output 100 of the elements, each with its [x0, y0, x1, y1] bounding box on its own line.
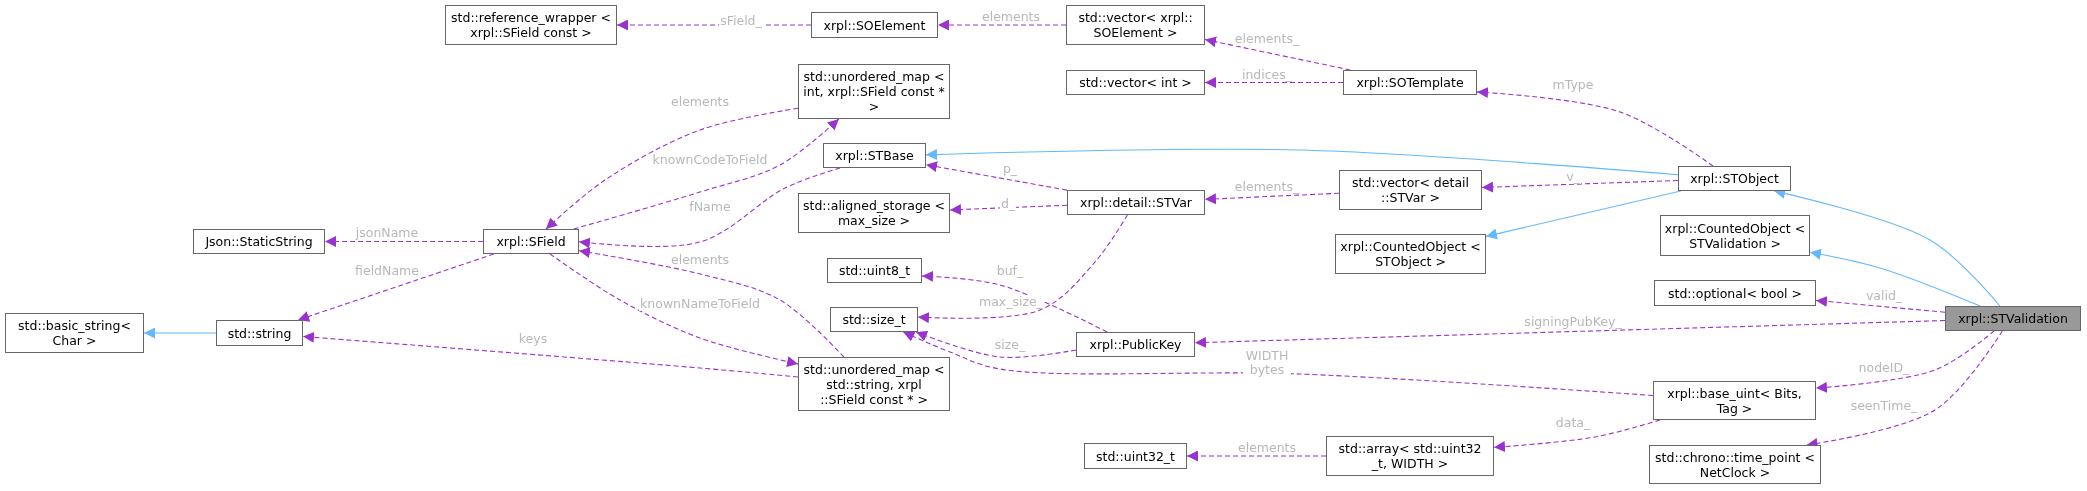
edge-label: size_: [993, 338, 1027, 352]
edge-label: sField_: [719, 14, 763, 28]
dashed-arrow: [902, 331, 1654, 397]
edge-label: WIDTH bytes: [1243, 349, 1291, 377]
dashed-arrow: [1194, 319, 1946, 348]
edge-label: mType: [1551, 78, 1595, 92]
edge-label: elements_: [1233, 180, 1301, 194]
class-box: [1678, 166, 1791, 191]
dashed-arrow: [921, 270, 1108, 333]
edge-label: signingPubKey_: [1523, 315, 1623, 329]
dashed-arrow: [1815, 330, 1995, 393]
class-name: xrpl::STObject: [1690, 171, 1779, 186]
class-name: std::reference_wrapper < xrpl::SField const >: [450, 10, 612, 40]
class-box: [827, 258, 922, 283]
dashed-arrow: [1476, 87, 1714, 167]
edge-label: elements: [669, 95, 731, 109]
class-name: std::uint32_t: [1095, 448, 1175, 464]
dashed-arrow: [1204, 192, 1340, 205]
edge-label: data_: [1554, 416, 1592, 430]
class-name: xrpl::SField: [496, 234, 566, 249]
class-name: xrpl::PublicKey: [1089, 337, 1182, 352]
class-name: std::uint8_t: [838, 263, 911, 278]
class-name: std::optional< bool >: [1668, 285, 1802, 301]
class-box: [483, 229, 579, 254]
dashed-arrow: [937, 19, 1067, 31]
edge-label: elements: [1236, 441, 1298, 455]
arrow: [1485, 190, 1682, 240]
class-box: [1326, 436, 1494, 476]
class-name: std::aligned_storage < max_size >: [802, 198, 946, 228]
class-box: [5, 313, 144, 353]
class-box: [216, 320, 303, 346]
class-name: std::chrono::time_point < NetClock >: [1654, 449, 1816, 480]
dashed-arrow: [545, 107, 799, 230]
class-box: [811, 12, 938, 38]
class-box: [830, 307, 918, 332]
class-name: std::vector< xrpl:: SOElement >: [1077, 10, 1194, 40]
class-box: [1654, 280, 1816, 306]
edge-label: indices_: [1240, 68, 1294, 82]
dashed-arrow: [297, 253, 495, 322]
class-name: xrpl::detail::STVar: [1080, 195, 1192, 210]
class-name: xrpl::SOTemplate: [1356, 75, 1464, 90]
dashed-arrow: [1815, 295, 1946, 313]
class-name: std::string: [227, 325, 292, 341]
class-box: [1067, 190, 1205, 215]
dashed-arrow: [324, 236, 484, 247]
edge-label: seenTime_: [1849, 399, 1919, 413]
edge-label: keys: [517, 332, 549, 346]
dashed-arrow: [1204, 36, 1351, 71]
dashed-arrow: [917, 214, 1128, 324]
class-name: std::unordered_map < int, xrpl::SField const * >: [802, 69, 946, 114]
edge-label: elements: [980, 10, 1042, 24]
class-name: std::size_t: [842, 312, 906, 327]
class-name: std::vector< detail ::STVar >: [1351, 175, 1470, 205]
edge-label: elements_: [1233, 32, 1301, 46]
dashed-arrow: [573, 118, 840, 230]
class-box: [1076, 332, 1195, 357]
class-box: [1084, 443, 1187, 469]
class-name: xrpl::CountedObject < STValidation >: [1664, 220, 1806, 251]
dashed-arrow: [1493, 419, 1661, 453]
edge-label: valid_: [1864, 289, 1904, 303]
dashed-arrow: [1481, 179, 1679, 193]
edge-label: elements: [669, 253, 731, 267]
dashed-arrow: [578, 247, 845, 358]
edge-label: jsonName: [354, 226, 420, 240]
arrow: [143, 327, 217, 339]
dashed-arrow: [578, 167, 841, 249]
class-name: Json::StaticString: [205, 234, 313, 249]
class-box: [1339, 170, 1482, 210]
class-name: xrpl::SOElement: [823, 17, 926, 33]
class-name: std::unordered_map < std::string, xrpl ::SField const * >: [802, 361, 946, 407]
class-box: [1945, 306, 2081, 331]
class-box: [193, 229, 325, 254]
class-name: xrpl::STValidation: [1958, 311, 2068, 326]
dashed-arrow: [549, 253, 799, 367]
edge-label: buf_: [995, 264, 1025, 278]
dashed-arrow: [915, 330, 1077, 358]
dashed-arrow: [1204, 77, 1344, 88]
class-name: xrpl::CountedObject < STObject >: [1339, 239, 1482, 269]
arrow: [925, 148, 1679, 176]
class-box: [1066, 5, 1205, 45]
class-name: xrpl::base_uint< Bits, Tag >: [1666, 385, 1803, 416]
class-name: std::basic_string< Char >: [17, 318, 132, 348]
edge-label: max_size_: [978, 295, 1044, 309]
class-name: xrpl::STBase: [835, 148, 914, 163]
edge-label: nodeID_: [1857, 361, 1911, 375]
class-box: [823, 143, 926, 168]
edge-label: knownCodeToField: [651, 153, 769, 167]
class-box: [1343, 70, 1477, 95]
class-name: std::vector< int >: [1079, 75, 1192, 90]
dashed-arrow: [302, 331, 799, 378]
arrow: [1809, 248, 1981, 307]
class-name: std::array< std::uint32 _t, WIDTH >: [1337, 441, 1483, 471]
edge-label: d_: [999, 197, 1017, 211]
dashed-arrow: [925, 161, 1068, 191]
edge-label: fName: [688, 200, 732, 214]
class-box: [1653, 381, 1816, 420]
edge-label: fieldName: [354, 264, 420, 278]
dashed-arrow: [1186, 450, 1327, 462]
edge-label: knownNameToField: [639, 297, 761, 311]
dashed-arrow: [949, 204, 1068, 215]
